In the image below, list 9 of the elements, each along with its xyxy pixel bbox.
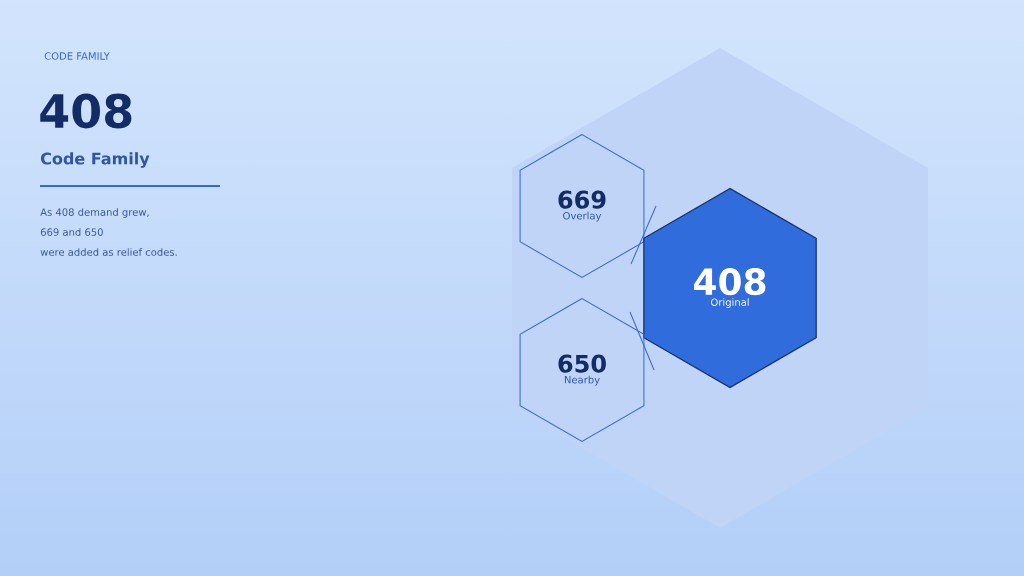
- hexagon-node: 650 Nearby: [519, 298, 645, 442]
- description-text: 669 and 650: [40, 228, 103, 236]
- headline-number: 408: [40, 93, 132, 129]
- description-text: As 408 demand grew,: [40, 208, 149, 218]
- heading: Code Family: [41, 152, 150, 168]
- description-text: were added as relief codes.: [40, 248, 177, 256]
- hexagon-node: 669 Overlay: [519, 134, 645, 278]
- hexagon-node: 408 Original: [643, 187, 817, 389]
- eyebrow-label: CODE FAMILY: [44, 52, 110, 60]
